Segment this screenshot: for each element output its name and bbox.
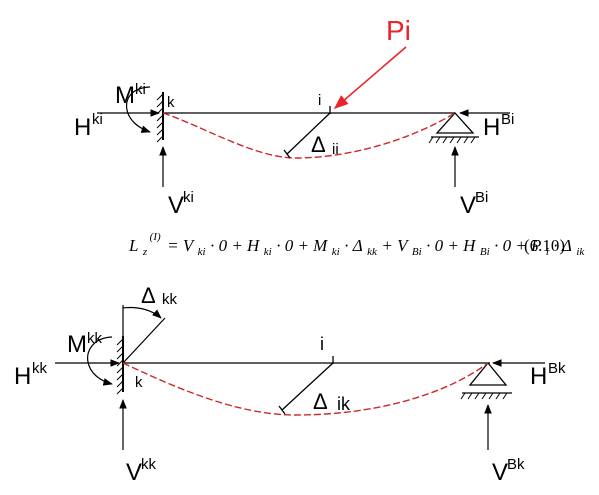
top-moment-sup: ki bbox=[135, 81, 146, 98]
top-h-left-sup: ki bbox=[92, 111, 103, 128]
eq-lhs: L bbox=[128, 236, 138, 255]
top-load-arrow bbox=[333, 46, 407, 109]
bottom-v-left-label: V bbox=[126, 459, 142, 486]
eq-term3-delta: · Δ bbox=[344, 236, 363, 255]
top-fixed-node-label: k bbox=[167, 94, 175, 111]
top-moment-label: M bbox=[115, 82, 135, 109]
bottom-moment-arrow bbox=[87, 336, 113, 386]
eq-term1-sub: ki bbox=[198, 246, 206, 258]
bottom-delta-symbol: Δ bbox=[313, 389, 328, 414]
bottom-moment-label: M bbox=[67, 331, 87, 358]
bottom-diagram: Δ kk i Δ ik M kk k H kk bbox=[14, 283, 566, 486]
top-delta-line bbox=[286, 112, 331, 155]
bottom-h-right-sup: Bk bbox=[548, 360, 566, 377]
top-v-right-label: V bbox=[460, 192, 476, 219]
bottom-fixed-node-label: k bbox=[135, 374, 143, 391]
bottom-v-right-label: V bbox=[492, 459, 508, 486]
svg-text:L z (I) = V: L z (I) = V ki · 0 + H ki · 0 + M ki · Δ… bbox=[128, 227, 585, 259]
bottom-v-right-sup: Bk bbox=[507, 456, 525, 473]
bottom-h-left-label: H bbox=[14, 363, 31, 390]
top-v-right-sup: Bi bbox=[475, 189, 488, 206]
bottom-moment-sup: kk bbox=[87, 330, 103, 347]
top-diagram: i Δ ii Pi M ki k H ki H Bi V ki V Bi bbox=[74, 15, 514, 219]
top-fixed-support bbox=[156, 92, 164, 143]
equation-6-10: L z (I) = V ki · 0 + H ki · 0 + M ki · Δ… bbox=[128, 227, 585, 259]
top-load-point-label: i bbox=[318, 92, 321, 109]
eq-term2: · 0 + H bbox=[210, 236, 261, 255]
bottom-rotation-symbol: Δ bbox=[141, 283, 156, 308]
bottom-fixed-support bbox=[116, 336, 124, 395]
bottom-pin-support bbox=[460, 361, 512, 400]
bottom-v-left-sup: kk bbox=[141, 456, 157, 473]
eq-term5: · 0 + H bbox=[426, 236, 477, 255]
equation-number: (6.10) bbox=[524, 236, 565, 255]
eq-term4-sub: Bi bbox=[412, 246, 422, 258]
bottom-load-point-label: i bbox=[320, 334, 324, 354]
eq-term3-delta-sub: kk bbox=[367, 246, 378, 258]
bottom-rotation-tilted bbox=[122, 317, 166, 364]
eq-term6: · 0 + P bbox=[494, 236, 541, 255]
top-pin-support bbox=[428, 112, 479, 144]
bottom-rotation-label: kk bbox=[162, 291, 178, 308]
bottom-delta-line bbox=[281, 362, 334, 411]
eq-lhs-sup: (I) bbox=[150, 231, 161, 243]
eq-term7-sub: ik bbox=[576, 246, 585, 258]
eq-term2-sub: ki bbox=[264, 246, 272, 258]
top-delta-sub: ii bbox=[332, 141, 339, 158]
eq-term4: + V bbox=[381, 236, 410, 255]
eq-term3: · 0 + M bbox=[276, 236, 328, 255]
top-moment-arrow bbox=[125, 86, 151, 133]
top-h-right-label: H bbox=[483, 114, 500, 141]
bottom-rotation-arc bbox=[122, 306, 162, 319]
bottom-h-right-label: H bbox=[530, 363, 547, 390]
top-load-label: Pi bbox=[386, 15, 411, 46]
eq-term1: = V bbox=[167, 236, 196, 255]
eq-term7: · Δ bbox=[553, 236, 572, 255]
eq-term6-sub: i bbox=[546, 246, 549, 258]
eq-term5-sub: Bi bbox=[480, 246, 490, 258]
eq-term3-sub: ki bbox=[332, 246, 340, 258]
top-deflection-curve bbox=[162, 112, 456, 159]
bottom-delta-sub: ik bbox=[337, 394, 351, 414]
top-delta-symbol: Δ bbox=[311, 132, 326, 157]
top-h-left-label: H bbox=[74, 114, 91, 141]
top-v-left-sup: ki bbox=[183, 189, 194, 206]
top-h-right-sup: Bi bbox=[501, 111, 514, 128]
top-v-left-label: V bbox=[168, 192, 184, 219]
bottom-deflection-curve bbox=[122, 362, 489, 416]
eq-lhs-sub: z bbox=[142, 246, 148, 258]
bottom-h-left-sup: kk bbox=[32, 360, 48, 377]
